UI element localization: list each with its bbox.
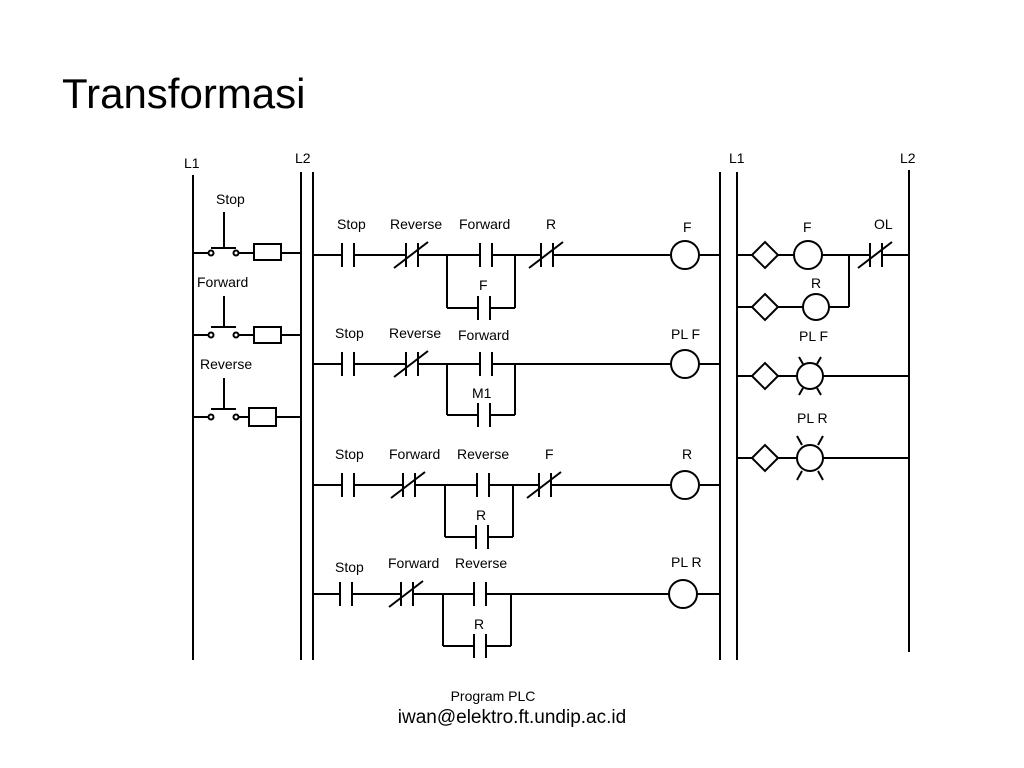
rung4-contact-1: Stop <box>335 559 364 575</box>
output-label-ol: OL <box>874 216 893 232</box>
rung2-contact-2: Reverse <box>389 325 441 341</box>
slide-title: Transformasi <box>62 70 306 117</box>
output-label-pl-f: PL F <box>799 328 828 344</box>
rung1-contact-4: R <box>546 216 556 232</box>
footer-email: iwan@elektro.ft.undip.ac.id <box>397 707 627 728</box>
rung2-branch: M1 <box>472 385 492 401</box>
reverse-pushbutton <box>193 378 301 427</box>
rung3-contact-3: Reverse <box>457 446 509 462</box>
rung-4 <box>313 579 720 658</box>
rung1-coil: F <box>683 219 692 235</box>
rung3-coil: R <box>682 446 692 462</box>
rung-3 <box>313 470 720 549</box>
rung1-contact-2: Reverse <box>390 216 442 232</box>
stop-pushbutton <box>193 212 301 261</box>
rung3-contact-2: Forward <box>389 446 440 462</box>
rung4-coil: PL R <box>671 554 702 570</box>
rung2-contact-1: Stop <box>335 325 364 341</box>
output-label-r: R <box>811 275 821 291</box>
footer-course: Program PLC <box>450 688 536 704</box>
rung4-branch: R <box>474 616 484 632</box>
forward-pushbutton <box>193 296 301 344</box>
rung2-coil: PL F <box>671 326 700 342</box>
rung3-contact-4: F <box>545 446 554 462</box>
rail-label-left-l1: L1 <box>184 155 200 171</box>
rung1-branch: F <box>479 277 488 293</box>
rung-2 <box>313 349 720 427</box>
rung2-contact-3: Forward <box>458 327 509 343</box>
output-label-f: F <box>803 219 812 235</box>
output-pl-f <box>737 356 909 396</box>
rung1-contact-3: Forward <box>459 216 510 232</box>
rung4-contact-3: Reverse <box>455 555 507 571</box>
output-pl-r <box>737 435 909 481</box>
rail-label-right-l1: L1 <box>729 150 745 166</box>
rung3-contact-1: Stop <box>335 446 364 462</box>
rail-label-right-l2: L2 <box>900 150 916 166</box>
input-label-forward: Forward <box>197 274 248 290</box>
rung3-branch: R <box>476 507 486 523</box>
rung1-contact-1: Stop <box>337 216 366 232</box>
rung-1 <box>313 240 720 320</box>
input-label-stop: Stop <box>216 191 245 207</box>
output-r <box>737 255 850 322</box>
output-label-pl-r: PL R <box>797 410 828 426</box>
output-f <box>737 240 909 270</box>
rung4-contact-2: Forward <box>388 555 439 571</box>
rail-label-left-l2: L2 <box>295 150 311 166</box>
input-label-reverse: Reverse <box>200 356 252 372</box>
